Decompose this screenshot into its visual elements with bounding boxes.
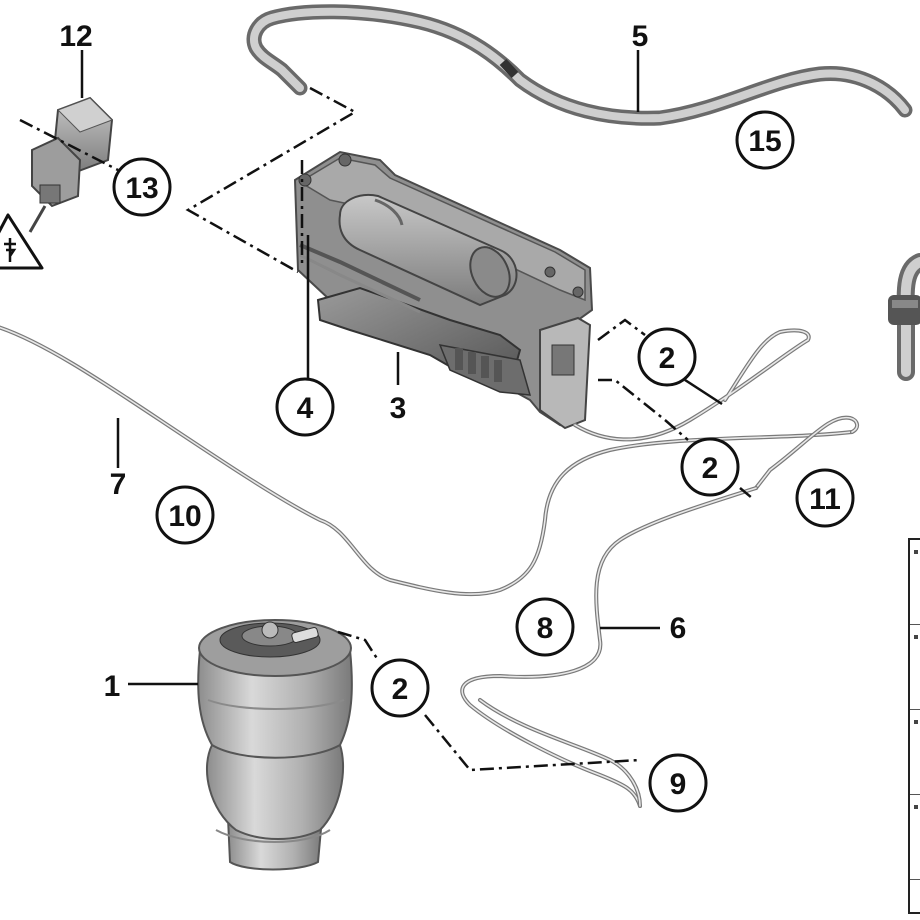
callout-2-air-spring: 2: [370, 658, 430, 718]
svg-text:15: 15: [748, 125, 781, 158]
svg-text:3: 3: [390, 392, 407, 425]
air-line-part-7: [0, 325, 859, 597]
legend-row: [910, 540, 920, 625]
air-hose-part-5: [246, 4, 920, 381]
air-spring-part-1: [197, 619, 353, 871]
svg-text:4: 4: [297, 392, 314, 425]
svg-text:12: 12: [59, 20, 92, 53]
callout-2-compressor-upper: 2: [637, 327, 697, 387]
svg-text:9: 9: [670, 768, 687, 801]
callout-9: 9: [648, 753, 708, 813]
callout-12: 12: [59, 20, 92, 53]
callout-3: 3: [390, 392, 407, 425]
svg-text:6: 6: [670, 612, 687, 645]
air-line-part-8: [573, 328, 811, 442]
legend-box-edge: [908, 538, 920, 914]
legend-row: [910, 795, 920, 880]
leader-lines: [80, 50, 723, 686]
callout-8: 8: [515, 597, 575, 657]
callout-6: 6: [670, 612, 687, 645]
electrical-warning-icon: [0, 213, 44, 270]
svg-text:5: 5: [632, 20, 649, 53]
callout-11: 11: [795, 468, 855, 528]
svg-text:10: 10: [168, 500, 201, 533]
svg-text:2: 2: [392, 673, 409, 706]
legend-row: [910, 625, 920, 710]
legend-row: [910, 710, 920, 795]
svg-text:8: 8: [537, 612, 554, 645]
svg-text:1: 1: [104, 670, 121, 703]
svg-text:2: 2: [659, 342, 676, 375]
air-line-part-6: [460, 486, 758, 808]
callout-15: 15: [735, 110, 795, 170]
callout-13: 13: [112, 157, 172, 217]
compressor-unit-part-3: [293, 150, 594, 430]
svg-text:7: 7: [110, 468, 127, 501]
callout-2-compressor-lower: 2: [680, 437, 740, 497]
callout-5: 5: [632, 20, 649, 53]
svg-text:11: 11: [809, 483, 841, 516]
callout-7: 7: [110, 468, 127, 501]
callout-10: 10: [155, 485, 215, 545]
svg-text:13: 13: [125, 172, 158, 205]
callout-4: 4: [275, 377, 335, 437]
relay-part-12: [28, 96, 114, 233]
dash-dot-lines: [19, 86, 753, 772]
callout-1: 1: [104, 670, 121, 703]
svg-text:2: 2: [702, 452, 719, 485]
